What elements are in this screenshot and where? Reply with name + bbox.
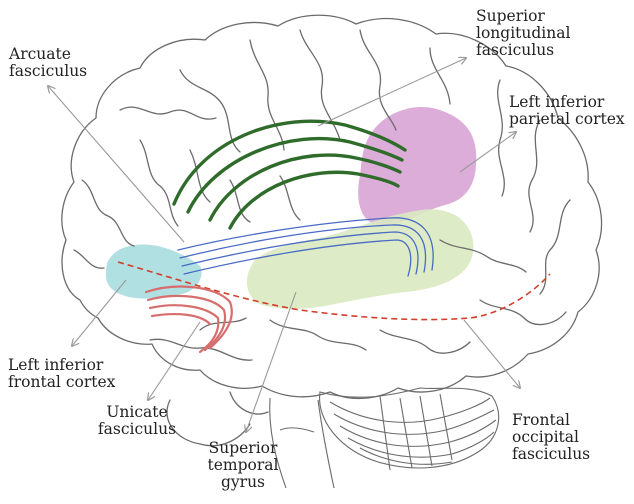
temporal-pointer-line (246, 292, 296, 432)
cerebellum (320, 388, 499, 470)
superior-temporal-gyrus-label: Superior temporal gyrus (188, 440, 298, 491)
superior-longitudinal-fasciculus-label: Superior longitudinal fasciculus (476, 8, 570, 59)
superior-temporal-region (247, 209, 474, 309)
frontal-pointer-line (72, 280, 126, 346)
fof-pointer-line (464, 320, 520, 388)
unicate-fasciculus-label: Unicate fasciculus (82, 404, 192, 438)
brain-outline (62, 15, 602, 446)
frontal-occipital-fasciculus-label: Frontal occipital fasciculus (512, 412, 590, 463)
left-inferior-parietal-region (358, 107, 476, 225)
left-inferior-frontal-cortex-label: Left inferior frontal cortex (8, 357, 115, 391)
arcuate-fasciculus-label: Arcuate fasciculus (9, 46, 87, 80)
left-inferior-parietal-cortex-label: Left inferior parietal cortex (509, 94, 625, 128)
unicate-pointer-line (148, 322, 200, 400)
arcuate-pointer-line (48, 86, 184, 242)
